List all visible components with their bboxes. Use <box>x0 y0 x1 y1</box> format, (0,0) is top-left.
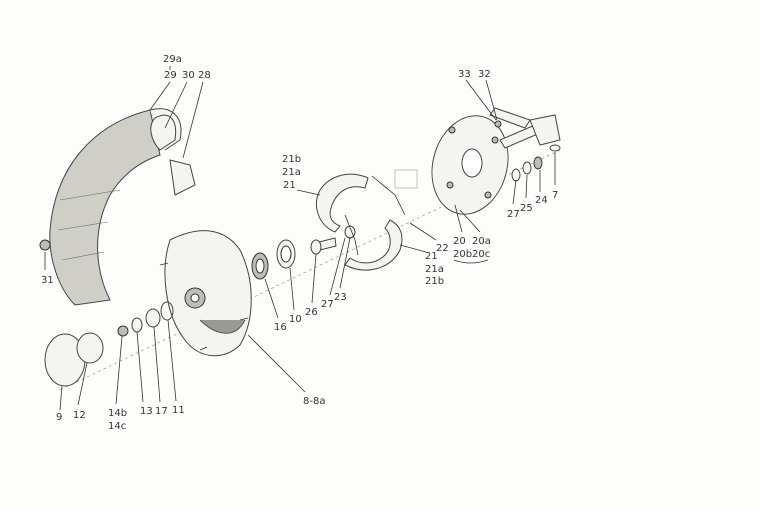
label-7: 7 <box>552 190 558 201</box>
label-12: 12 <box>73 410 86 421</box>
backing-plate <box>431 115 509 215</box>
label-29a: 29a <box>163 54 182 65</box>
label-32: 32 <box>478 69 491 80</box>
label-30: 30 <box>182 70 195 81</box>
bearing-17 <box>145 308 161 328</box>
steering-knuckle <box>489 107 561 182</box>
label-26: 26 <box>305 307 318 318</box>
nut-14b <box>117 325 129 337</box>
label-20: 20 <box>453 236 466 247</box>
label-11: 11 <box>172 405 185 416</box>
washer-13 <box>131 317 143 333</box>
wheel-nut-31 <box>39 239 51 251</box>
label-21b-top: 21b <box>282 154 301 165</box>
label-20a: 20a <box>472 236 491 247</box>
label-24: 24 <box>535 195 548 206</box>
label-16: 16 <box>274 322 287 333</box>
label-8-8a: 8-8a <box>303 396 325 407</box>
label-23: 23 <box>334 292 347 303</box>
label-21-top: 21 <box>283 180 296 191</box>
label-13: 13 <box>140 406 153 417</box>
label-27-mid: 27 <box>321 299 334 310</box>
nipple-33 <box>494 120 502 128</box>
label-9: 9 <box>56 412 62 423</box>
label-22: 22 <box>436 243 449 254</box>
label-27-right: 27 <box>507 209 520 220</box>
label-20b: 20b <box>453 249 472 260</box>
tire <box>49 108 196 306</box>
spring-22 <box>371 175 406 216</box>
label-14b: 14b <box>108 408 127 419</box>
label-28: 28 <box>198 70 211 81</box>
leader-lines <box>44 66 556 411</box>
part-labels: 29a 29 30 28 31 21b 21a 21 22 21 21a 21b… <box>41 54 558 432</box>
label-21b-bottom: 21b <box>425 276 444 287</box>
label-29: 29 <box>164 70 177 81</box>
label-14c: 14c <box>108 421 126 432</box>
washer-7 <box>549 144 561 152</box>
label-20c: 20c <box>472 249 490 260</box>
ring-11 <box>160 301 174 321</box>
label-21a-bottom: 21a <box>425 264 444 275</box>
label-21a-top: 21a <box>282 167 301 178</box>
tube-valve-28 <box>169 159 196 196</box>
label-31: 31 <box>41 275 54 286</box>
label-33: 33 <box>458 69 471 80</box>
label-10: 10 <box>289 314 302 325</box>
label-25: 25 <box>520 203 533 214</box>
brake-drum <box>159 230 252 357</box>
brake-shoes <box>316 169 418 271</box>
label-17: 17 <box>155 406 168 417</box>
label-21-bottom: 21 <box>425 251 438 262</box>
cap-12 <box>76 332 104 364</box>
